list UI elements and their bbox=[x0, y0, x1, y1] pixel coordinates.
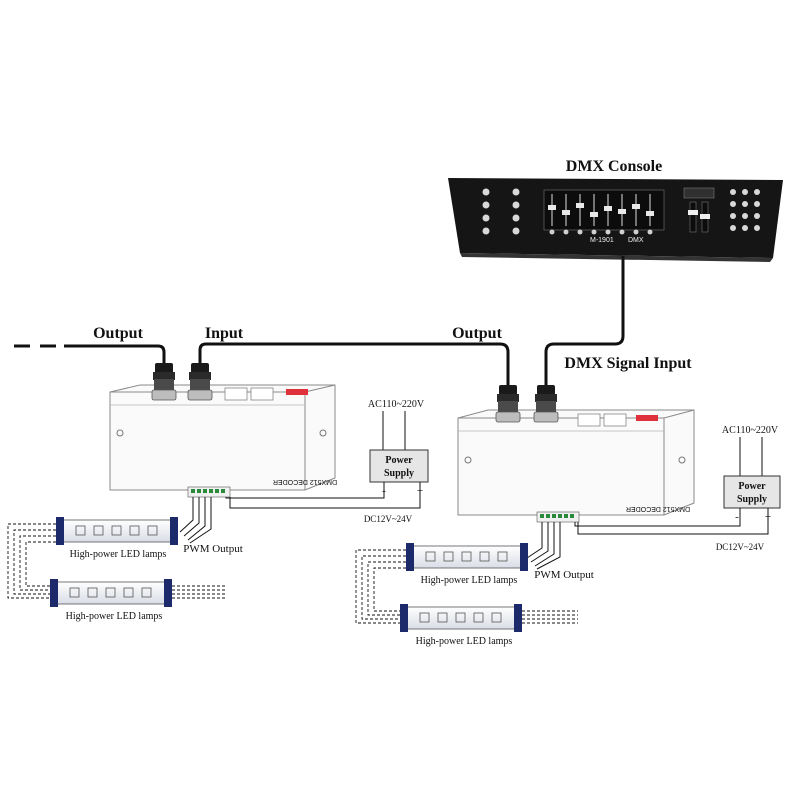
label-dmx-signal-input: DMX Signal Input bbox=[564, 355, 692, 372]
led-lamp-right-1 bbox=[406, 543, 528, 571]
dc-label-right: DC12V~24V bbox=[716, 542, 765, 552]
led-lamp-right-2 bbox=[400, 604, 522, 632]
power-supply-left: AC110~220V Power Supply - + DC12V~24V bbox=[225, 399, 429, 524]
console-mode-text: DMX bbox=[628, 237, 644, 244]
power-minus-right: - bbox=[735, 511, 739, 523]
decoder-right-name: DMX512 DECODER bbox=[626, 505, 690, 512]
power-supply-left-line1: Power bbox=[385, 455, 413, 466]
pwm-label-left: PWM Output bbox=[183, 543, 243, 555]
power-supply-right-line2: Supply bbox=[737, 494, 767, 505]
label-output-mid: Output bbox=[452, 325, 502, 342]
decoder-left: DMX512 DECODER bbox=[109, 362, 337, 498]
power-supply-left-line2: Supply bbox=[384, 468, 414, 479]
lamp-chain-right bbox=[355, 549, 578, 624]
decoder-right: DMX512 DECODER bbox=[457, 384, 695, 523]
pwm-label-right: PWM Output bbox=[534, 569, 594, 581]
ac-label-left: AC110~220V bbox=[368, 399, 425, 410]
ac-label-right: AC110~220V bbox=[722, 425, 779, 436]
lamp-chain-left bbox=[7, 523, 225, 599]
label-input-left: Input bbox=[205, 325, 244, 342]
decoder-left-name: DMX512 DECODER bbox=[273, 478, 337, 485]
power-supply-right-line1: Power bbox=[738, 481, 766, 492]
dip-switch-right bbox=[636, 415, 658, 421]
power-supply-right: AC110~220V Power Supply - + DC12V~24V bbox=[574, 425, 781, 552]
pwm-wiring-left bbox=[179, 497, 212, 544]
dip-switch-left bbox=[286, 389, 308, 395]
dmx-cables bbox=[14, 256, 625, 386]
led-lamp-left-1 bbox=[56, 517, 178, 545]
lamp-left-2-label: High-power LED lamps bbox=[66, 611, 163, 622]
lamp-right-2-label: High-power LED lamps bbox=[416, 636, 513, 647]
dc-label-left: DC12V~24V bbox=[364, 514, 413, 524]
dmx-console: DMX Console bbox=[448, 158, 783, 262]
led-lamp-left-2 bbox=[50, 579, 172, 607]
console-title: DMX Console bbox=[566, 158, 662, 175]
label-output-left: Output bbox=[93, 325, 143, 342]
pwm-wiring-right bbox=[526, 522, 561, 570]
console-brand-text: M-1901 bbox=[590, 237, 614, 244]
lamp-right-1-label: High-power LED lamps bbox=[421, 575, 518, 586]
lamp-left-1-label: High-power LED lamps bbox=[70, 549, 167, 560]
